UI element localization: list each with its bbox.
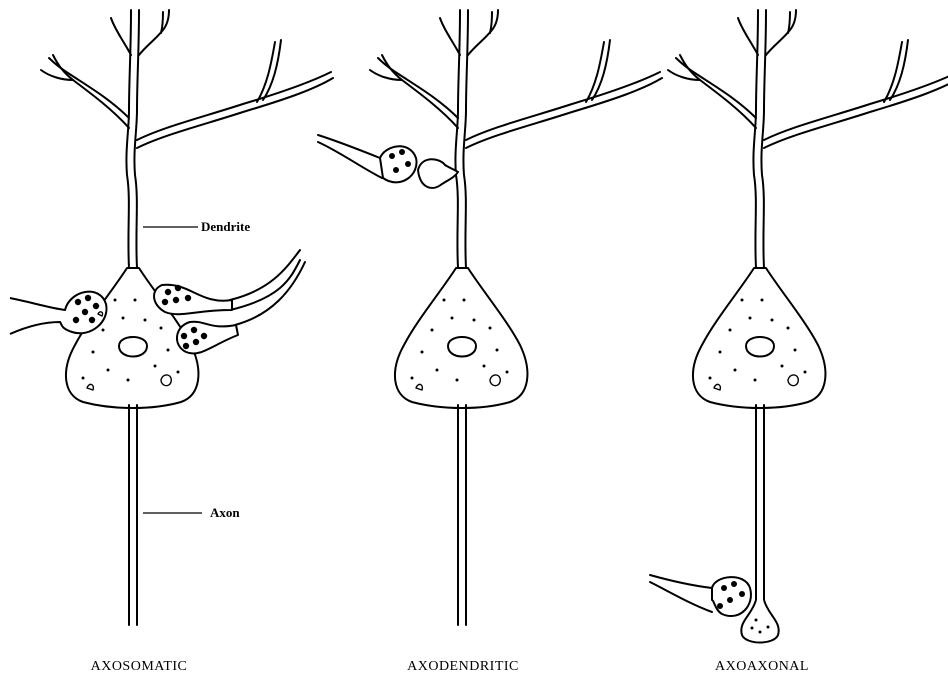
axodendritic-neuron (370, 10, 662, 625)
axon-label: Axon (210, 505, 240, 520)
presynaptic-terminal-left (10, 292, 107, 334)
axoaxonal-terminal (650, 575, 751, 616)
caption-axosomatic: AXOSOMATIC (91, 659, 188, 674)
dendrite-label: Dendrite (201, 219, 250, 234)
caption-axodendritic: AXODENDRITIC (407, 659, 519, 674)
axoaxonal-neuron (668, 10, 948, 643)
caption-axoaxonal: AXOAXONAL (715, 659, 809, 674)
axodendritic-terminal (318, 135, 458, 188)
presynaptic-terminals-right (154, 250, 305, 354)
